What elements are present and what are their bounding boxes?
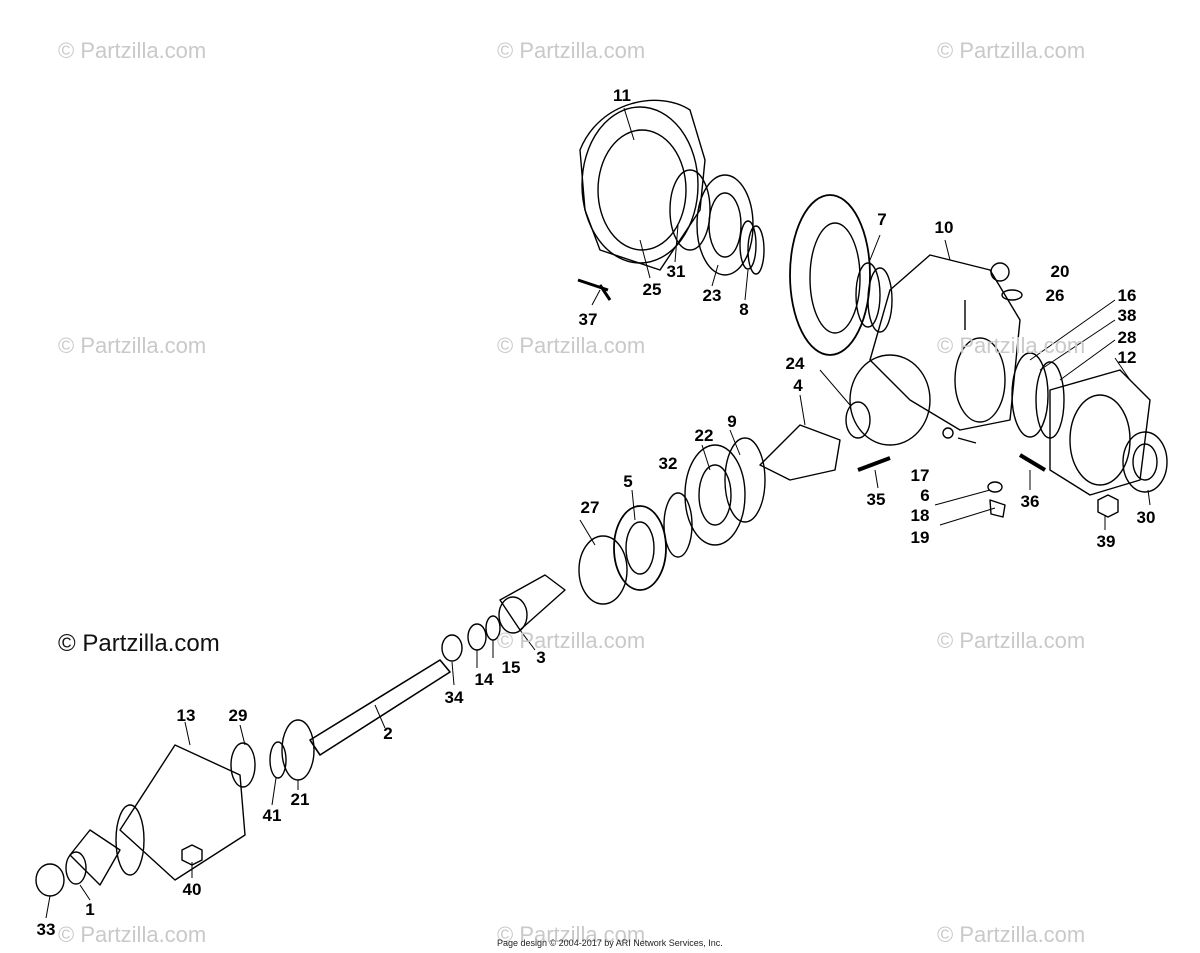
callout-label: 35	[866, 490, 886, 509]
callout-label: 23	[702, 286, 722, 305]
watermark: © Partzilla.com	[497, 628, 646, 653]
shim-8	[739, 220, 757, 270]
callout-label: 37	[578, 310, 598, 329]
callout-label: 31	[666, 262, 686, 281]
callout-label: 30	[1136, 508, 1156, 527]
callout-label: 28	[1117, 328, 1137, 347]
callout-label: 2	[383, 724, 393, 743]
callout-label: 25	[642, 280, 662, 299]
plug-20	[990, 262, 1010, 282]
shim-7	[855, 262, 881, 328]
callout-label: 39	[1096, 532, 1116, 551]
callout-label: 17	[910, 466, 930, 485]
clutch-gear-5	[613, 505, 667, 591]
callout-label: 7	[877, 210, 887, 229]
clamp-33	[35, 863, 65, 897]
shaft-2	[309, 659, 451, 756]
nut-40	[181, 844, 203, 866]
callout-label: 14	[474, 670, 494, 689]
cover-12	[1049, 369, 1151, 496]
watermark: © Partzilla.com	[937, 333, 1086, 358]
washer-17	[942, 427, 954, 439]
bearing-16	[1011, 352, 1049, 438]
callout-label: 20	[1050, 262, 1070, 281]
watermark: © Partzilla.com	[497, 38, 646, 63]
nut-14	[467, 623, 487, 651]
callout-label: 3	[536, 648, 546, 667]
watermark: © Partzilla.com	[937, 38, 1086, 63]
sleeve-3	[499, 574, 566, 631]
flange-cover	[579, 99, 706, 271]
ring-gear	[789, 194, 871, 356]
bolt-6	[957, 437, 977, 444]
callout-label: 6	[920, 486, 930, 505]
main-watermark: © Partzilla.com	[58, 630, 220, 657]
callout-label: 15	[501, 658, 521, 677]
callout-label: 10	[934, 218, 954, 237]
callout-label: 4	[793, 376, 803, 395]
watermark: © Partzilla.com	[937, 922, 1086, 947]
watermark: © Partzilla.com	[937, 628, 1086, 653]
pinion-gear-4	[759, 424, 841, 481]
callout-label: 5	[623, 472, 633, 491]
watermark: © Partzilla.com	[58, 333, 207, 358]
cover-dome	[581, 106, 699, 264]
callout-label: 29	[228, 706, 248, 725]
callout-label: 11	[613, 86, 631, 105]
bearing-22	[684, 444, 746, 546]
callout-label: 21	[290, 790, 310, 809]
bolt-37	[577, 278, 612, 301]
ring-41	[269, 741, 287, 779]
callout-label: 40	[182, 880, 202, 899]
callout-label: 26	[1045, 286, 1065, 305]
race-9	[724, 437, 766, 523]
callout-label: 27	[580, 498, 600, 517]
watermark: © Partzilla.com	[497, 333, 646, 358]
collar-21	[281, 719, 315, 781]
stud-36	[1018, 453, 1047, 472]
watermark: © Partzilla.com	[497, 922, 646, 947]
bearing-31	[669, 169, 711, 251]
callout-label: 24	[785, 354, 805, 373]
snap-ring-27	[578, 535, 628, 605]
watermark: © Partzilla.com	[58, 922, 207, 947]
washer-18	[987, 481, 1003, 493]
seal-30	[1122, 431, 1168, 493]
spring-34	[441, 634, 463, 662]
callout-label: 16	[1117, 286, 1137, 305]
callout-label: 9	[727, 412, 737, 431]
callout-label: 32	[658, 454, 678, 473]
callout-label: 36	[1020, 492, 1040, 511]
callout-label: 38	[1117, 306, 1137, 325]
washer-26	[1001, 289, 1023, 301]
housing-13	[119, 744, 246, 881]
callout-label: 12	[1117, 348, 1137, 367]
callout-label: 22	[694, 426, 714, 445]
bearing-23	[696, 174, 754, 276]
spacer-32	[663, 492, 693, 558]
callout-label: 19	[910, 528, 930, 547]
watermark: © Partzilla.com	[58, 38, 207, 63]
bearing-29	[230, 742, 256, 788]
boot-1	[69, 829, 121, 886]
callout-label: 13	[176, 706, 196, 725]
callout-label: 18	[910, 506, 930, 525]
nut-39	[1097, 494, 1119, 518]
callout-label: 8	[739, 300, 749, 319]
callout-label: 33	[36, 920, 56, 939]
bearing-24	[845, 401, 871, 439]
stud-35	[857, 456, 891, 472]
callout-label: 41	[262, 806, 282, 825]
callout-label: 34	[444, 688, 464, 707]
callout-label: 1	[85, 900, 95, 919]
copyright-footer: Page design © 2004-2017 by ARI Network S…	[497, 938, 723, 948]
